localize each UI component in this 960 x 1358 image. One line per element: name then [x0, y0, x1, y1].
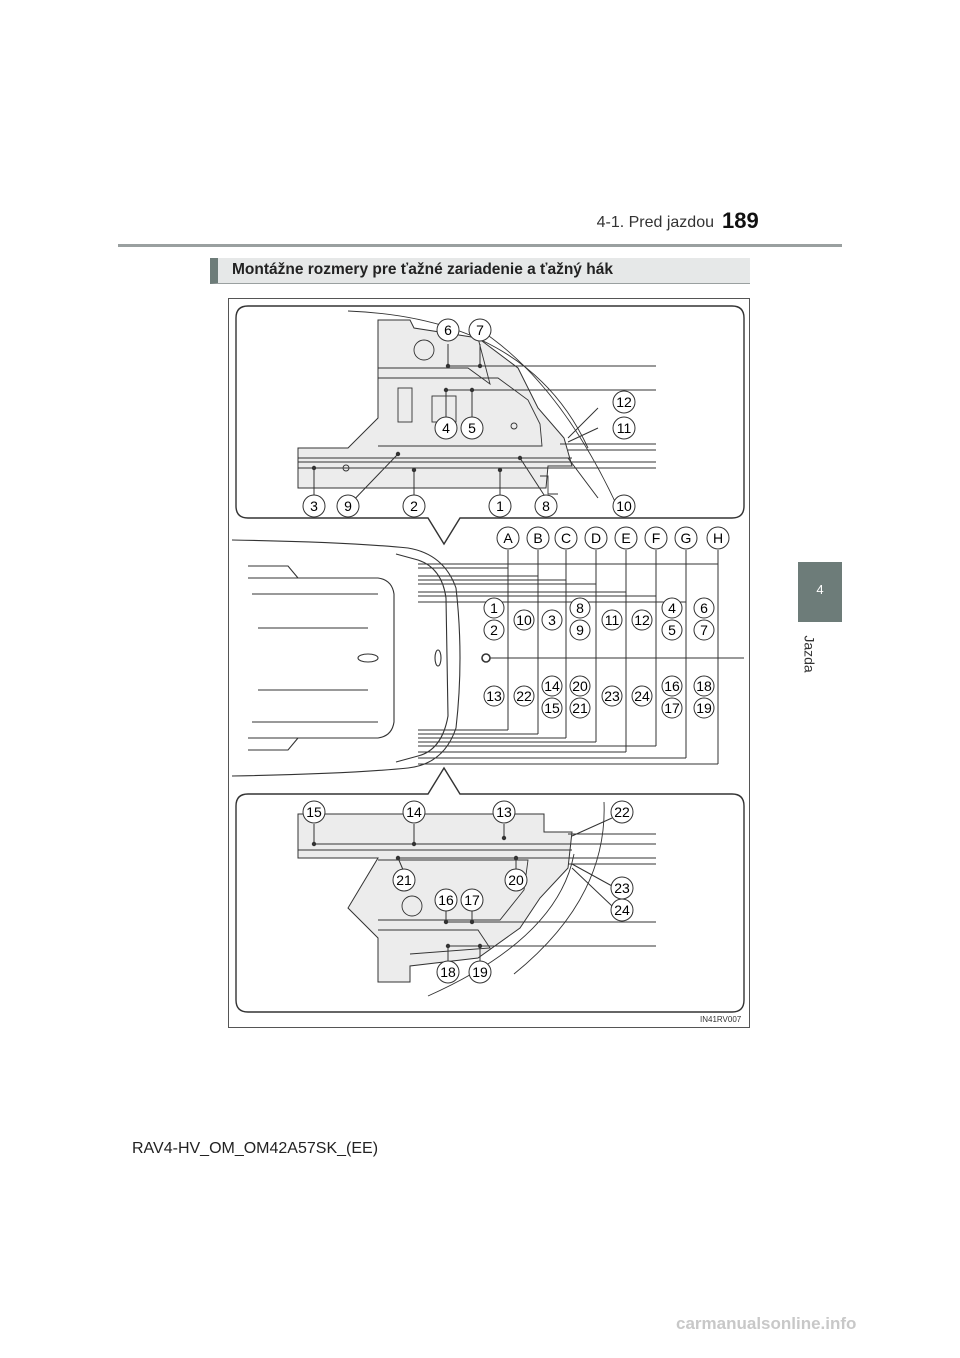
- header-section-title: 4-1. Pred jazdou: [596, 214, 714, 231]
- callout-12: 12: [616, 394, 632, 410]
- column-letters: A B C D E F G H: [496, 526, 730, 550]
- top-bracket-sketch: [297, 319, 573, 489]
- callout-11: 11: [617, 420, 632, 436]
- bottom-detail-panel: [235, 766, 745, 1013]
- label-5: 5: [668, 622, 676, 638]
- vehicle-rear-outline: [231, 539, 461, 777]
- column-a: A: [503, 530, 513, 546]
- chapter-label: Jazda: [780, 624, 840, 684]
- label-4: 4: [668, 600, 676, 616]
- label-11: 11: [605, 612, 620, 628]
- label-22: 22: [516, 688, 532, 704]
- callout-20: 20: [508, 872, 524, 888]
- label-3: 3: [548, 612, 556, 628]
- label-16: 16: [664, 678, 680, 694]
- column-d: D: [591, 530, 601, 546]
- label-19: 19: [696, 700, 712, 716]
- callout-19: 19: [472, 964, 488, 980]
- callout-21: 21: [396, 872, 412, 888]
- label-18: 18: [696, 678, 712, 694]
- section-heading: Montážne rozmery pre ťažné zariadenie a …: [210, 258, 750, 284]
- top-detail-panel: [235, 305, 745, 546]
- label-9: 9: [576, 622, 584, 638]
- figure-code: IN41RV007: [700, 1015, 742, 1024]
- callout-15: 15: [306, 804, 322, 820]
- upper-row-labels: 1 2 10 3 8 9 11 12 4 5 6 7: [483, 597, 715, 641]
- label-12: 12: [634, 612, 650, 628]
- label-20: 20: [572, 678, 588, 694]
- callout-9: 9: [344, 498, 352, 514]
- label-6: 6: [700, 600, 708, 616]
- callout-18: 18: [440, 964, 456, 980]
- label-1: 1: [490, 600, 498, 616]
- column-e: E: [621, 530, 630, 546]
- callout-8: 8: [542, 498, 550, 514]
- callout-7: 7: [476, 322, 484, 338]
- callout-1: 1: [496, 498, 504, 514]
- label-14: 14: [544, 678, 560, 694]
- chapter-tab[interactable]: 4: [798, 562, 842, 622]
- figure-frame: [228, 298, 750, 1028]
- callout-6: 6: [444, 322, 452, 338]
- callout-14: 14: [406, 804, 422, 820]
- label-15: 15: [544, 700, 560, 716]
- callout-3: 3: [310, 498, 318, 514]
- column-b: B: [533, 530, 542, 546]
- chapter-label-text: Jazda: [801, 635, 818, 673]
- callout-17: 17: [464, 892, 480, 908]
- watermark[interactable]: carmanualsonline.info: [676, 1314, 857, 1333]
- callout-4: 4: [442, 420, 450, 436]
- callout-24: 24: [614, 902, 630, 918]
- label-8: 8: [576, 600, 584, 616]
- mounting-dimensions-diagram: 6 7 4 5 12 11 10 3 9 2 1 8: [231, 305, 745, 1013]
- callout-13: 13: [496, 804, 512, 820]
- callout-16: 16: [438, 892, 454, 908]
- label-24: 24: [634, 688, 650, 704]
- label-13: 13: [486, 688, 502, 704]
- document-code: RAV4-HV_OM_OM42A57SK_(EE): [132, 1140, 379, 1157]
- header-rule: [118, 244, 842, 247]
- column-g: G: [681, 530, 692, 546]
- column-h: H: [713, 530, 723, 546]
- section-heading-text: Montážne rozmery pre ťažné zariadenie a …: [232, 261, 613, 278]
- label-10: 10: [516, 612, 532, 628]
- callout-22: 22: [614, 804, 630, 820]
- page-number: 189: [722, 208, 759, 233]
- label-7: 7: [700, 622, 708, 638]
- tow-hitch-ball: [481, 653, 491, 663]
- column-c: C: [561, 530, 571, 546]
- callout-10: 10: [616, 498, 632, 514]
- bottom-callouts: 15 14 13 22 21 20 16 17 18 19 23 24: [302, 800, 634, 984]
- label-17: 17: [664, 700, 680, 716]
- callout-23: 23: [614, 880, 630, 896]
- label-23: 23: [604, 688, 620, 704]
- lower-row-labels: 13 22 14 15 20 21 23 24 16 17 18 19: [483, 675, 715, 719]
- column-f: F: [652, 530, 661, 546]
- label-21: 21: [572, 700, 588, 716]
- callout-5: 5: [468, 420, 476, 436]
- callout-2: 2: [410, 498, 418, 514]
- top-callouts: 6 7 4 5 12 11 10 3 9 2 1 8: [302, 318, 636, 518]
- label-2: 2: [490, 622, 498, 638]
